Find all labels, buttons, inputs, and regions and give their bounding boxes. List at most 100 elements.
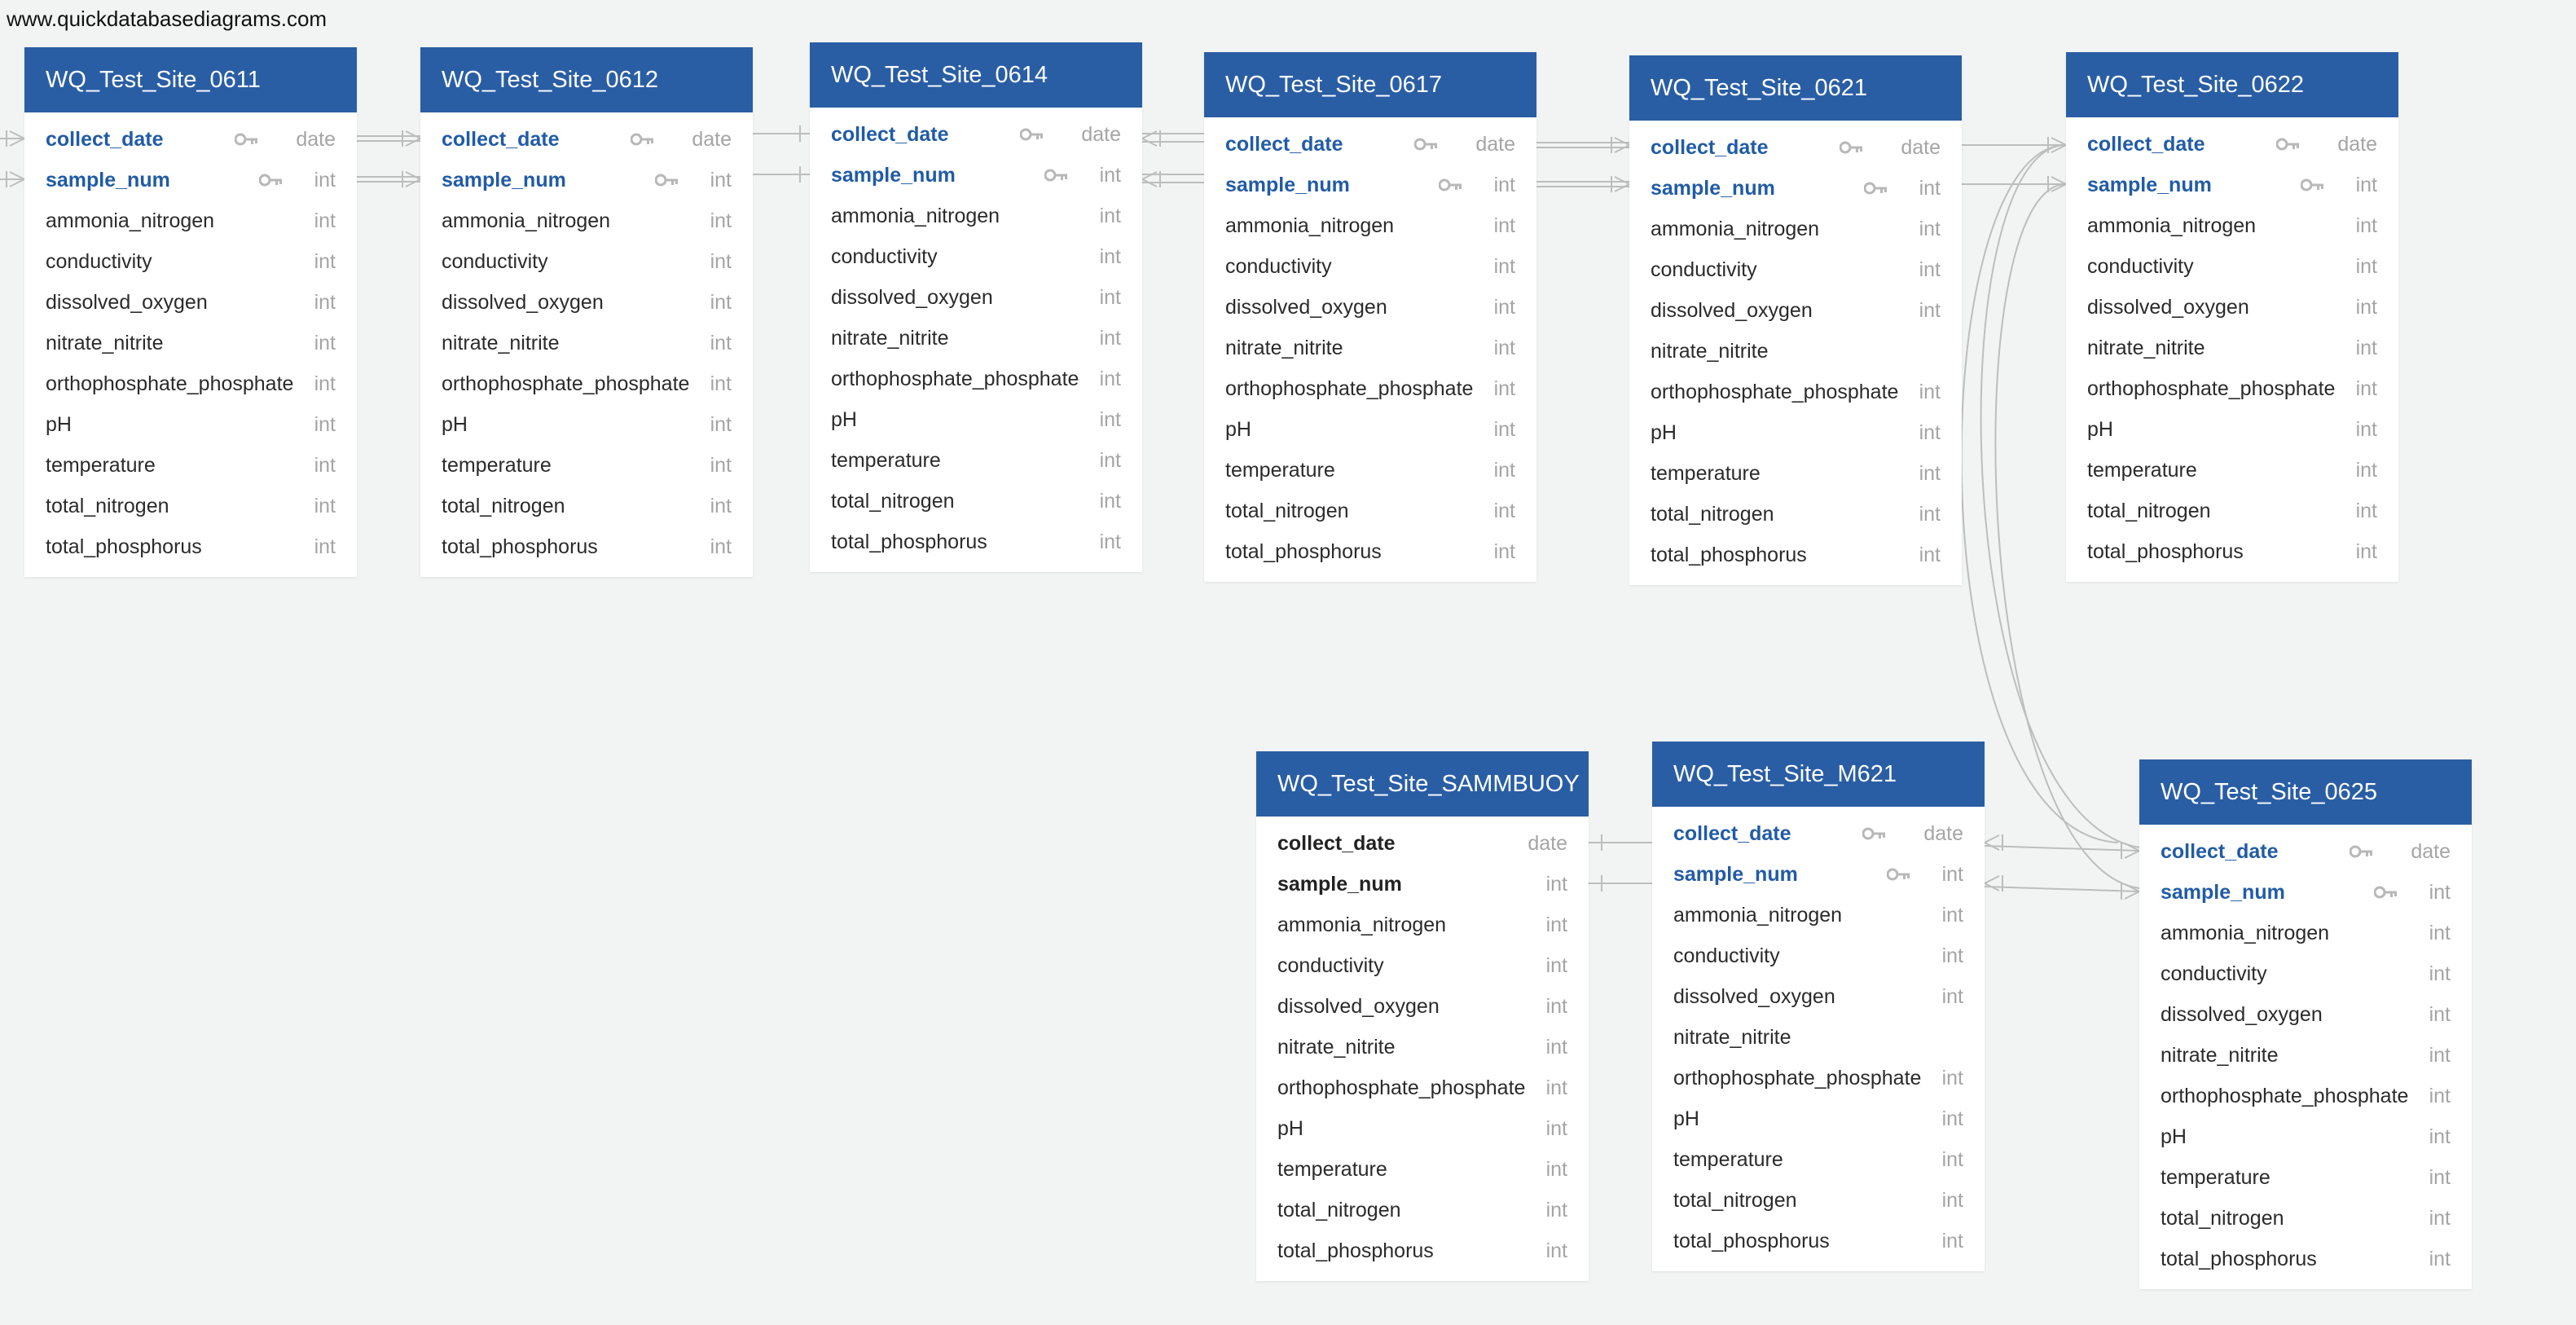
column-row[interactable]: nitrate_nitrite <box>1652 1017 1985 1058</box>
table-title[interactable]: WQ_Test_Site_0622 <box>2066 52 2398 117</box>
table-title[interactable]: WQ_Test_Site_SAMMBUOY <box>1256 751 1589 817</box>
table-title[interactable]: WQ_Test_Site_0617 <box>1204 52 1536 117</box>
column-row[interactable]: nitrate_nitrite <box>1629 331 1962 372</box>
site-watermark[interactable]: www.quickdatabasediagrams.com <box>7 7 327 31</box>
table-title[interactable]: WQ_Test_Site_M621 <box>1652 742 1985 807</box>
table-title[interactable]: WQ_Test_Site_0625 <box>2139 759 2472 825</box>
table-title[interactable]: WQ_Test_Site_0612 <box>420 47 753 112</box>
table-title[interactable]: WQ_Test_Site_0614 <box>810 42 1142 108</box>
table-title[interactable]: WQ_Test_Site_0621 <box>1629 55 1962 121</box>
